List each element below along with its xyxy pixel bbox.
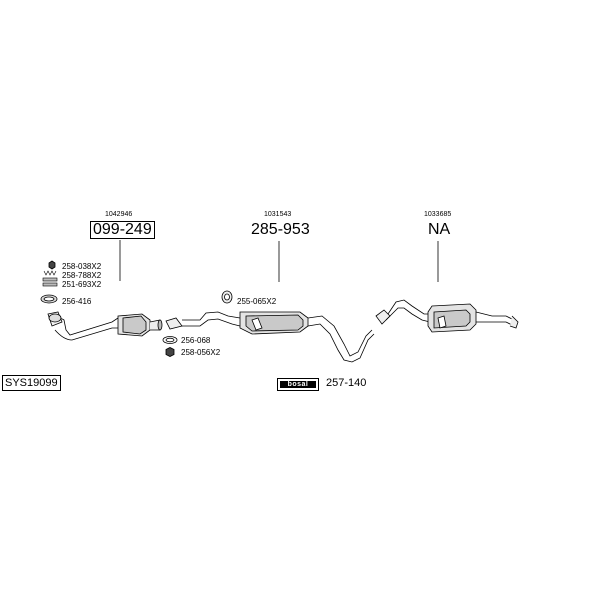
brand-logo: bosal bbox=[277, 378, 319, 391]
part-number-middle: 1031543 bbox=[264, 211, 292, 218]
system-code-box: SYS19099 bbox=[2, 375, 61, 391]
part-number-rear: 1033685 bbox=[424, 211, 452, 218]
code-front: 099-249 bbox=[90, 221, 155, 239]
part-number-front: 1042946 bbox=[105, 211, 133, 218]
seal-ring-icon bbox=[40, 294, 58, 304]
middle-pipe-silencer bbox=[165, 311, 375, 363]
gasket-icon bbox=[221, 290, 233, 304]
front-pipe-catalyst bbox=[47, 311, 163, 341]
nut-icon bbox=[48, 260, 56, 270]
hardware-label-2: 258-788X2 bbox=[62, 271, 102, 280]
code-middle: 285-953 bbox=[251, 221, 310, 238]
hex-nut-icon bbox=[165, 347, 175, 357]
spring-icon bbox=[43, 270, 57, 276]
rear-pipe-silencer bbox=[375, 299, 519, 333]
hardware-label-5: 255-065X2 bbox=[237, 297, 277, 306]
clamp-icon bbox=[162, 336, 178, 344]
hardware-label-4: 256-416 bbox=[62, 297, 92, 306]
bolt-icon bbox=[42, 277, 58, 287]
code-rear: NA bbox=[428, 221, 451, 238]
hardware-label-6: 256-068 bbox=[181, 336, 211, 345]
brand-part-number: 257-140 bbox=[326, 377, 367, 389]
hardware-label-3: 251-693X2 bbox=[62, 280, 102, 289]
hardware-label-1: 258-038X2 bbox=[62, 262, 102, 271]
brand-logo-text: bosal bbox=[280, 381, 316, 388]
hardware-label-7: 258-056X2 bbox=[181, 348, 221, 357]
